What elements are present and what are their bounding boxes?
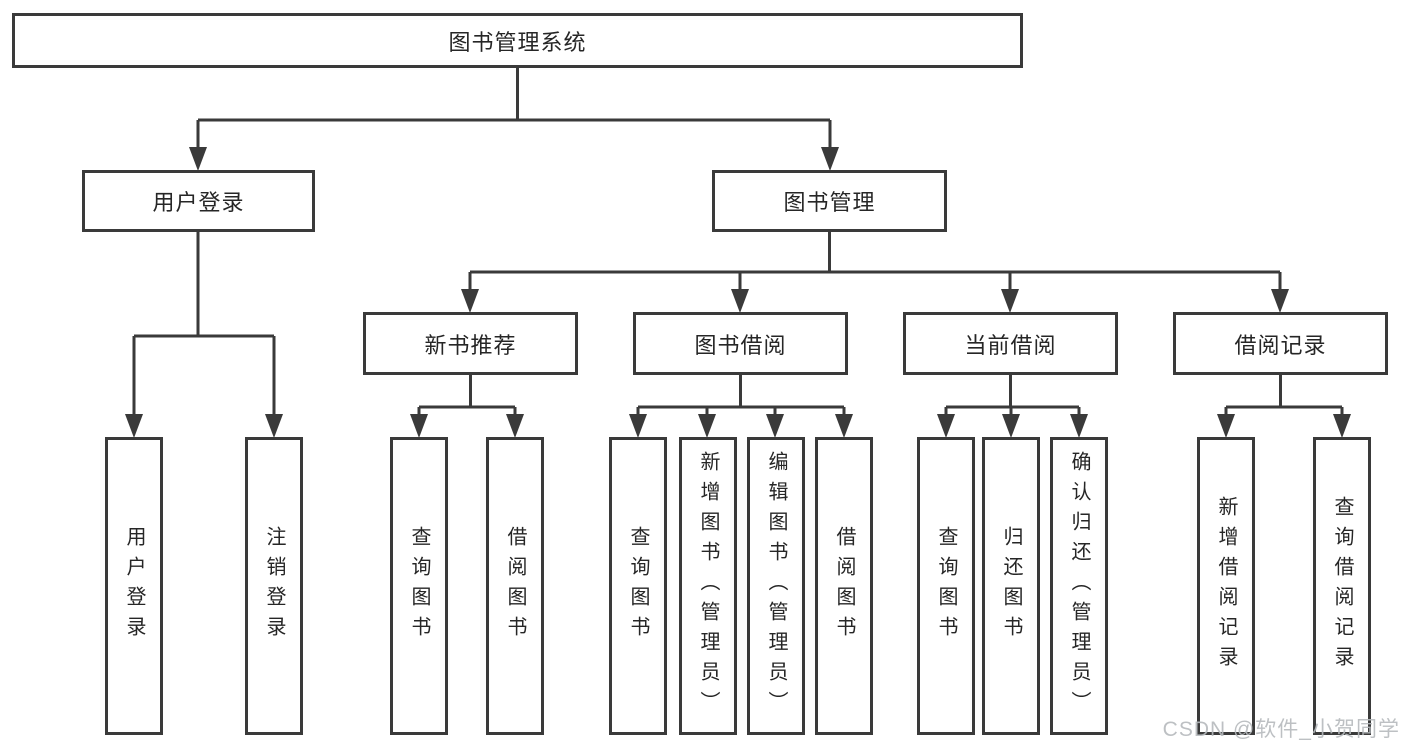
leaf-label: 新增图书（管理员） bbox=[697, 451, 719, 721]
leaf-query-books-borrowing: 查询图书 bbox=[609, 437, 667, 735]
leaf-borrow-books-recommend: 借阅图书 bbox=[486, 437, 544, 735]
leaf-logout: 注销登录 bbox=[245, 437, 303, 735]
node-book-management: 图书管理 bbox=[712, 170, 947, 232]
leaf-query-books-recommend: 查询图书 bbox=[390, 437, 448, 735]
leaf-borrow-books: 借阅图书 bbox=[815, 437, 873, 735]
node-borrowing-records: 借阅记录 bbox=[1173, 312, 1388, 375]
leaf-add-book-admin: 新增图书（管理员） bbox=[679, 437, 737, 735]
leaf-label: 查询图书 bbox=[627, 526, 649, 646]
leaf-label: 注销登录 bbox=[263, 526, 285, 646]
leaf-query-borrow-record: 查询借阅记录 bbox=[1313, 437, 1371, 735]
leaf-label: 查询借阅记录 bbox=[1331, 496, 1353, 676]
leaf-query-books-current: 查询图书 bbox=[917, 437, 975, 735]
leaf-label: 用户登录 bbox=[123, 526, 145, 646]
leaf-label: 新增借阅记录 bbox=[1215, 496, 1237, 676]
leaf-label: 查询图书 bbox=[408, 526, 430, 646]
leaf-label: 借阅图书 bbox=[833, 526, 855, 646]
leaf-label: 借阅图书 bbox=[504, 526, 526, 646]
node-current-borrowing: 当前借阅 bbox=[903, 312, 1118, 375]
leaf-label: 确认归还（管理员） bbox=[1068, 451, 1090, 721]
leaf-add-borrow-record: 新增借阅记录 bbox=[1197, 437, 1255, 735]
node-root: 图书管理系统 bbox=[12, 13, 1023, 68]
leaf-label: 查询图书 bbox=[935, 526, 957, 646]
leaf-return-books: 归还图书 bbox=[982, 437, 1040, 735]
leaf-label: 编辑图书（管理员） bbox=[765, 451, 787, 721]
leaf-label: 归还图书 bbox=[1000, 526, 1022, 646]
node-book-borrowing: 图书借阅 bbox=[633, 312, 848, 375]
leaf-confirm-return-admin: 确认归还（管理员） bbox=[1050, 437, 1108, 735]
leaf-edit-book-admin: 编辑图书（管理员） bbox=[747, 437, 805, 735]
leaf-user-login: 用户登录 bbox=[105, 437, 163, 735]
node-new-book-recommend: 新书推荐 bbox=[363, 312, 578, 375]
node-user-login: 用户登录 bbox=[82, 170, 315, 232]
